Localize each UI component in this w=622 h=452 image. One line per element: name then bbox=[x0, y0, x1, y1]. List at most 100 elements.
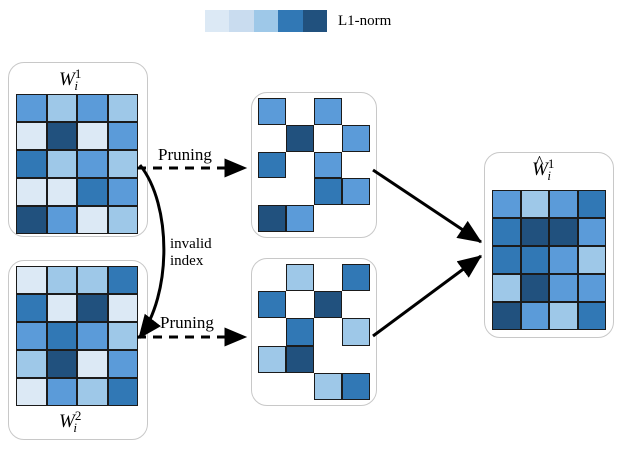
matrix-w1 bbox=[16, 94, 138, 234]
legend-swatch-4 bbox=[278, 10, 303, 32]
matrix-cell bbox=[46, 322, 77, 350]
matrix-cell bbox=[314, 372, 342, 400]
matrix-cell bbox=[577, 218, 606, 246]
matrix-cell bbox=[342, 98, 370, 125]
matrix-cell bbox=[492, 190, 521, 218]
matrix-cell bbox=[549, 190, 578, 218]
matrix-cell bbox=[520, 246, 549, 274]
label-invalid-index-line1: invalid bbox=[170, 236, 212, 252]
matrix-cell bbox=[77, 322, 108, 350]
matrix-cell bbox=[342, 264, 370, 292]
matrix-cell bbox=[286, 264, 314, 292]
matrix-cell bbox=[520, 302, 549, 330]
matrix-cell bbox=[342, 346, 370, 373]
matrix-cell bbox=[107, 122, 138, 150]
matrix-cell bbox=[107, 294, 138, 322]
matrix-cell bbox=[342, 205, 370, 232]
matrix-cell bbox=[16, 150, 47, 178]
matrix-w2-pruned bbox=[258, 264, 370, 400]
arrow-merge-bottom bbox=[372, 254, 482, 338]
matrix-cell bbox=[577, 302, 606, 330]
legend-colorbar bbox=[205, 10, 328, 32]
matrix-cell bbox=[314, 318, 342, 345]
matrix-cell bbox=[520, 190, 549, 218]
matrix-cell bbox=[16, 266, 47, 294]
matrix-cell bbox=[77, 206, 108, 234]
matrix-cell bbox=[286, 373, 314, 400]
matrix-cell bbox=[16, 122, 47, 150]
matrix-cell bbox=[286, 291, 314, 318]
caption-w1-hat: ^W1i bbox=[532, 151, 555, 184]
matrix-cell bbox=[46, 294, 77, 322]
matrix-cell bbox=[549, 274, 578, 302]
matrix-cell bbox=[314, 264, 342, 291]
matrix-cell bbox=[46, 378, 77, 406]
matrix-cell bbox=[342, 178, 370, 206]
matrix-cell bbox=[77, 178, 108, 206]
matrix-cell bbox=[342, 152, 370, 179]
matrix-cell bbox=[16, 322, 47, 350]
legend-swatch-5 bbox=[302, 10, 328, 32]
matrix-cell bbox=[314, 291, 342, 319]
matrix-cell bbox=[258, 205, 286, 232]
matrix-w1-pruned bbox=[258, 98, 370, 232]
matrix-cell bbox=[314, 125, 342, 152]
matrix-cell bbox=[258, 291, 286, 319]
legend: L1-norm bbox=[205, 10, 391, 32]
caption-w1-hat-text: ^W1i bbox=[532, 151, 555, 183]
matrix-cell bbox=[258, 264, 286, 291]
matrix-cell bbox=[107, 150, 138, 178]
arrow-merge-top bbox=[372, 168, 482, 244]
matrix-cell bbox=[107, 322, 138, 350]
matrix-cell bbox=[492, 302, 521, 330]
matrix-cell bbox=[549, 246, 578, 274]
matrix-cell bbox=[46, 206, 77, 234]
matrix-cell bbox=[258, 178, 286, 205]
matrix-cell bbox=[77, 94, 108, 122]
matrix-cell bbox=[46, 122, 77, 150]
matrix-cell bbox=[314, 98, 342, 125]
matrix-cell bbox=[286, 318, 314, 346]
matrix-cell bbox=[342, 124, 370, 152]
matrix-w1-hat bbox=[492, 190, 606, 330]
matrix-cell bbox=[16, 294, 47, 322]
legend-swatch-3 bbox=[253, 10, 279, 32]
matrix-w2 bbox=[16, 266, 138, 406]
caption-w2: W2i bbox=[59, 408, 82, 436]
matrix-cell bbox=[107, 350, 138, 378]
label-invalid-index-line2: index bbox=[170, 252, 204, 269]
matrix-cell bbox=[549, 302, 578, 330]
matrix-cell bbox=[314, 346, 342, 373]
caption-w2-text: W2i bbox=[59, 408, 82, 435]
matrix-cell bbox=[16, 378, 47, 406]
matrix-cell bbox=[342, 291, 370, 318]
matrix-cell bbox=[16, 178, 47, 206]
matrix-cell bbox=[342, 372, 370, 400]
matrix-cell bbox=[286, 152, 314, 179]
matrix-cell bbox=[16, 350, 47, 378]
matrix-cell bbox=[46, 150, 77, 178]
matrix-cell bbox=[258, 345, 286, 373]
matrix-cell bbox=[77, 350, 108, 378]
matrix-cell bbox=[16, 94, 47, 122]
matrix-cell bbox=[286, 98, 314, 125]
matrix-cell bbox=[46, 94, 77, 122]
matrix-cell bbox=[16, 206, 47, 234]
matrix-cell bbox=[46, 350, 77, 378]
matrix-cell bbox=[577, 190, 606, 218]
matrix-cell bbox=[520, 218, 549, 246]
legend-swatch-1 bbox=[205, 10, 230, 32]
matrix-cell bbox=[107, 94, 138, 122]
matrix-cell bbox=[258, 373, 286, 400]
caption-w1-text: W1i bbox=[59, 66, 82, 93]
label-pruning-top: Pruning bbox=[158, 145, 212, 164]
matrix-cell bbox=[46, 266, 77, 294]
matrix-cell bbox=[107, 266, 138, 294]
matrix-cell bbox=[258, 151, 286, 179]
label-invalid-index: invalid index bbox=[170, 236, 212, 270]
matrix-cell bbox=[258, 125, 286, 152]
matrix-cell bbox=[286, 178, 314, 205]
matrix-cell bbox=[314, 178, 342, 206]
matrix-cell bbox=[286, 124, 314, 152]
matrix-cell bbox=[520, 274, 549, 302]
